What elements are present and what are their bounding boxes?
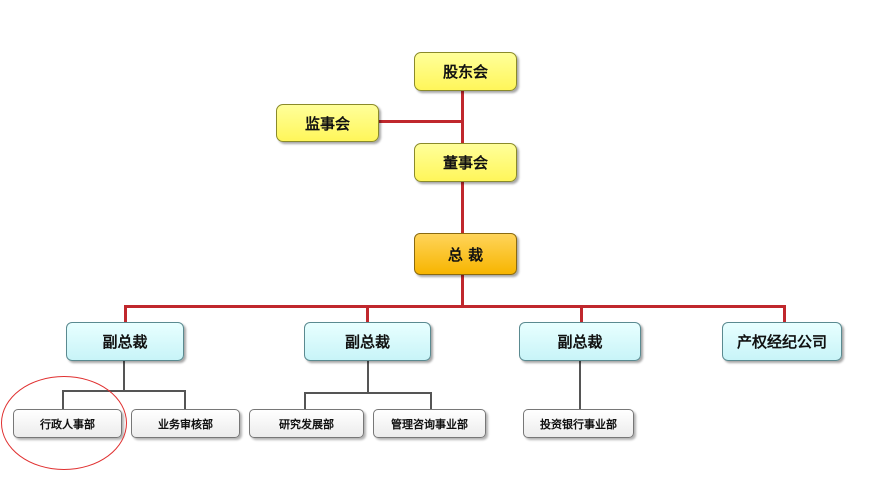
connector-audit-drop — [184, 390, 186, 409]
consulting-box: 管理咨询事业部 — [373, 409, 486, 438]
supervisors-box: 监事会 — [276, 104, 379, 142]
property-company-box: 产权经纪公司 — [722, 322, 842, 361]
investment-banking-box: 投资银行事业部 — [523, 409, 634, 438]
shareholders-box: 股东会 — [414, 52, 517, 91]
president-box: 总 裁 — [414, 233, 517, 275]
connector-vp1-branch — [62, 390, 186, 392]
connector-company-drop — [783, 305, 786, 322]
connector-board-president — [461, 182, 464, 233]
board-box: 董事会 — [414, 143, 517, 182]
connector-supervisors — [378, 120, 464, 123]
audit-box: 业务审核部 — [131, 409, 240, 438]
connector-vp3-drop — [580, 305, 583, 322]
connector-vp1-down — [123, 361, 125, 391]
research-box: 研究发展部 — [249, 409, 364, 438]
connector-research-drop — [304, 392, 306, 409]
connector-vp2-drop — [366, 305, 369, 322]
vp2-box: 副总裁 — [304, 322, 431, 361]
highlight-ellipse — [1, 376, 127, 470]
vp3-box: 副总裁 — [519, 322, 641, 361]
connector-vp3-down — [579, 361, 581, 409]
connector-consulting-drop — [430, 392, 432, 409]
vp1-box: 副总裁 — [66, 322, 184, 361]
connector-top-trunk — [461, 90, 464, 143]
connector-president-bus — [461, 275, 464, 307]
connector-vp2-down — [367, 361, 369, 393]
connector-vp2-branch — [304, 392, 432, 394]
connector-horizontal-bus — [124, 305, 786, 308]
connector-vp1-drop — [124, 305, 127, 322]
